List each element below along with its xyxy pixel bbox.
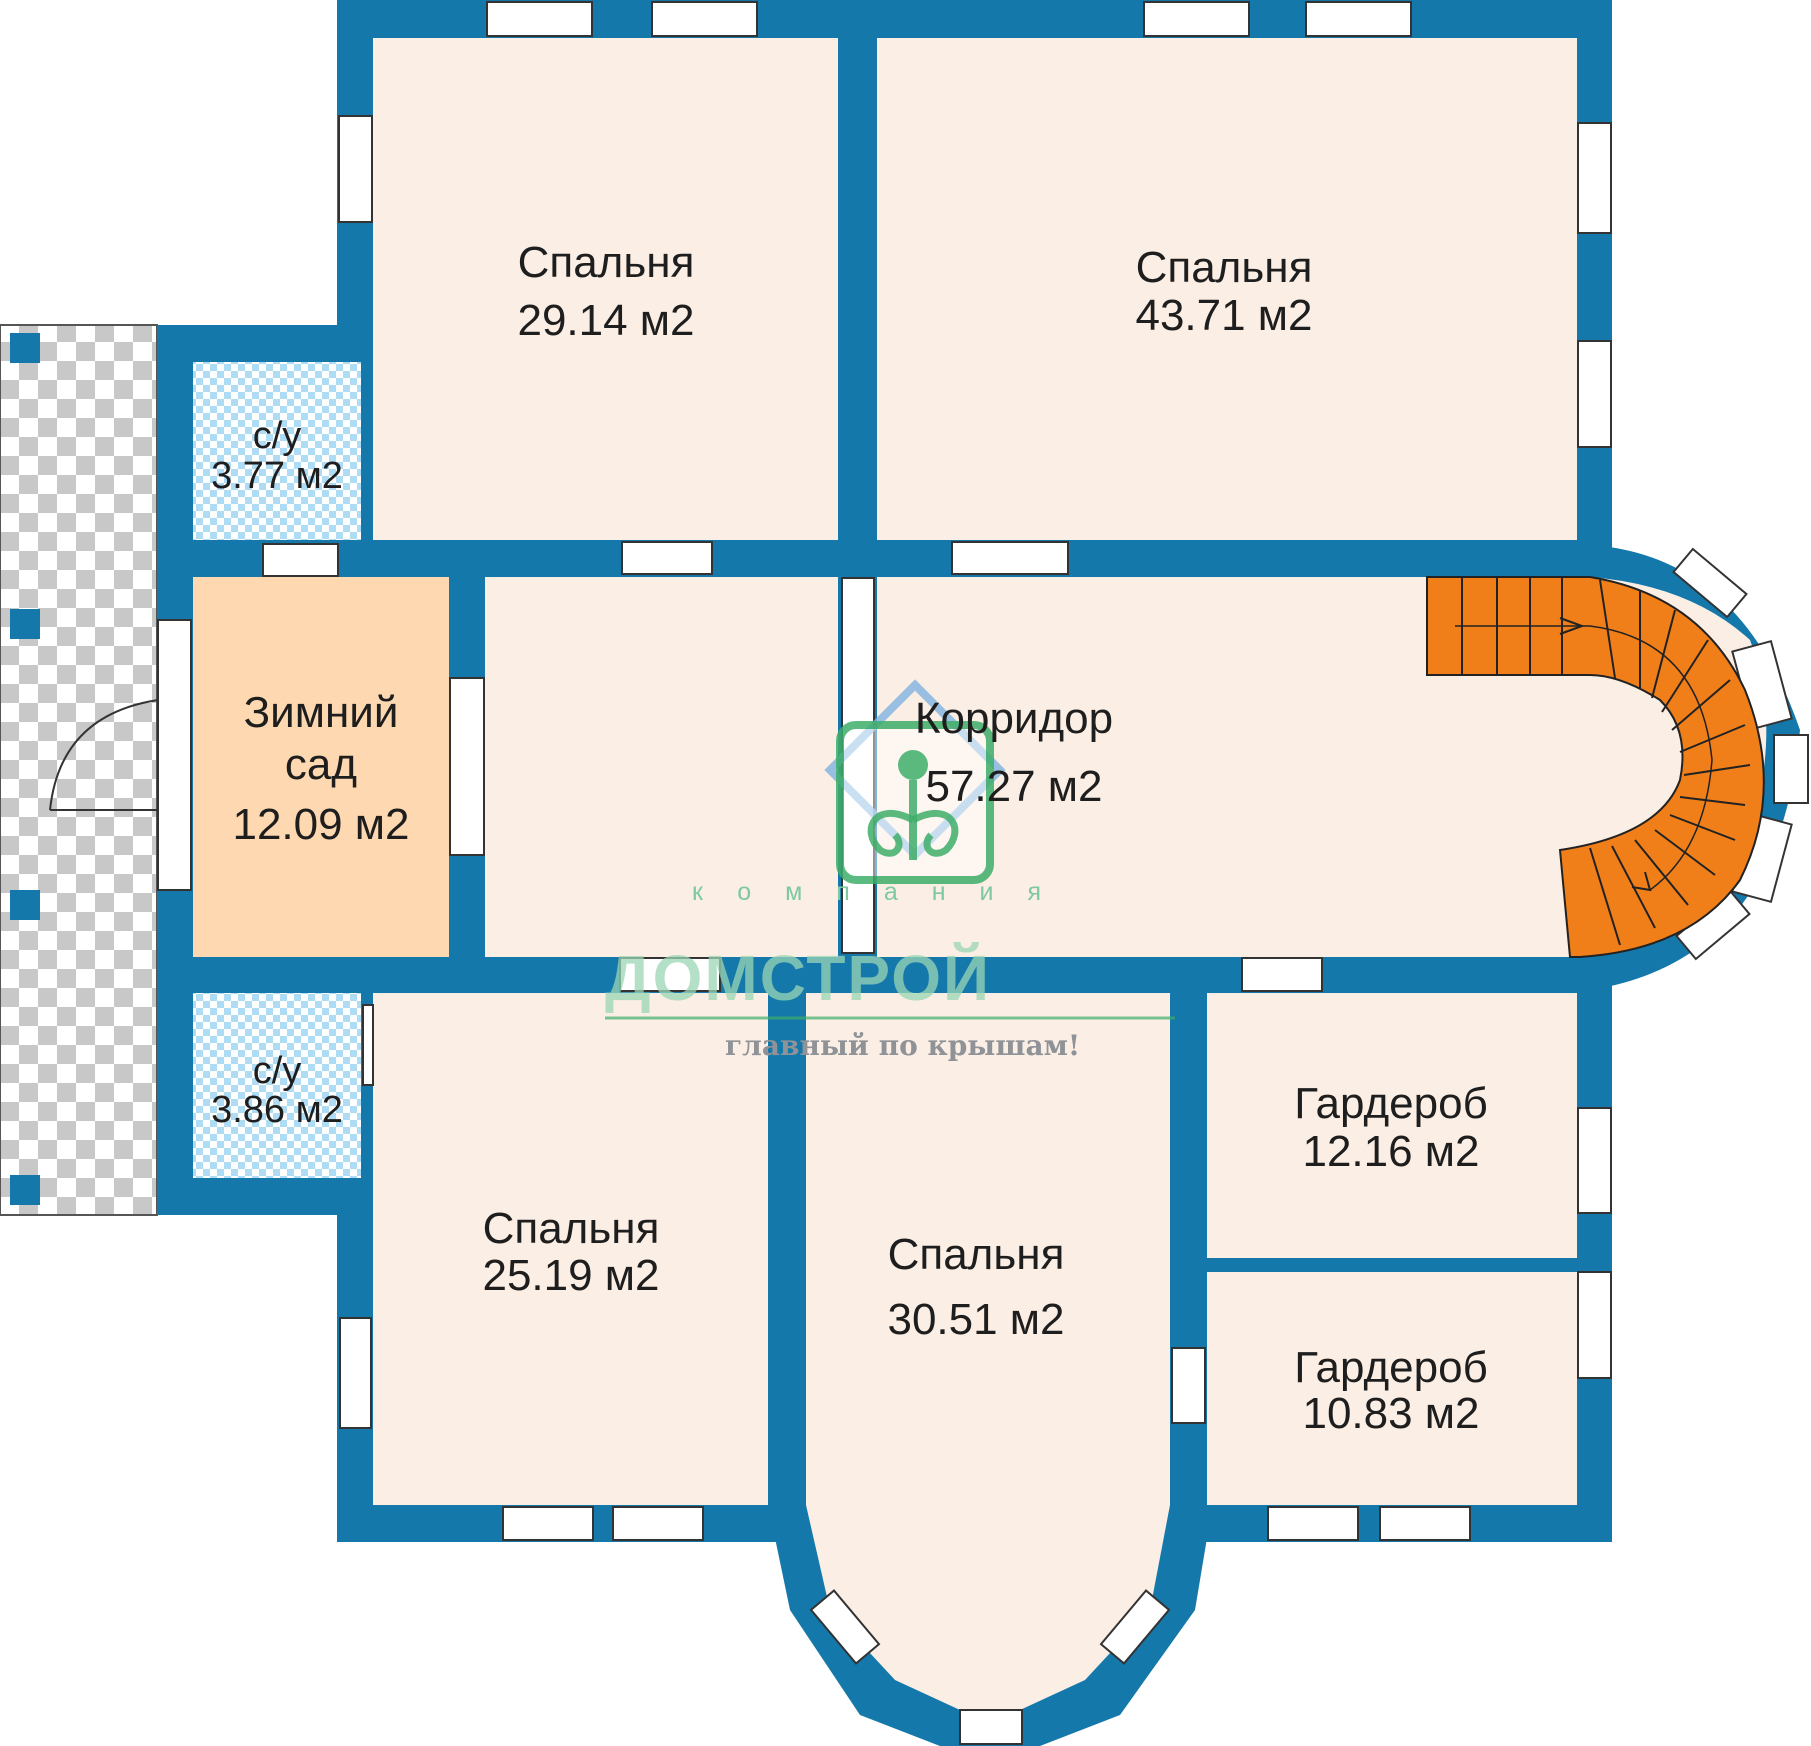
room-name-bedroom-top-left: Спальня <box>518 238 695 287</box>
logo-slogan: главный по крышам! <box>725 1029 1080 1062</box>
room-name-bedroom-bottom-left: Спальня <box>483 1204 660 1253</box>
room-area-bedroom-bottom-center: 30.51 м2 <box>887 1295 1064 1344</box>
room-floors <box>193 38 1767 1710</box>
floor-bedroom-bottom-left <box>373 993 768 1505</box>
room-area-wardrobe-1: 12.16 м2 <box>1302 1127 1479 1176</box>
room-name-wc-top: с/у <box>253 415 302 457</box>
terrace <box>0 324 158 1216</box>
room-name-winter-garden-line1: Зимний <box>244 688 399 737</box>
floor-wardrobe-2 <box>1207 1272 1577 1505</box>
floor-wc-top <box>193 362 361 540</box>
windows <box>157 1 1809 1745</box>
floor-bedroom-top-right <box>877 38 1577 540</box>
room-area-wc-bottom: 3.86 м2 <box>211 1089 343 1131</box>
room-area-bedroom-top-right: 43.71 м2 <box>1135 291 1312 340</box>
room-name-winter-garden-line2: сад <box>285 740 357 789</box>
staircase <box>1426 576 1765 958</box>
room-area-bedroom-top-left: 29.14 м2 <box>517 296 694 345</box>
room-name-wardrobe-2: Гардероб <box>1294 1343 1488 1392</box>
room-name-bedroom-bottom-center: Спальня <box>888 1230 1065 1279</box>
terrace-door <box>49 699 159 811</box>
floor-wc-bottom <box>193 993 361 1178</box>
room-name-wardrobe-1: Гардероб <box>1294 1079 1488 1128</box>
floor-bedroom-top-left <box>373 38 838 540</box>
room-area-bedroom-bottom-left: 25.19 м2 <box>482 1251 659 1300</box>
room-name-wc-bottom: с/у <box>253 1050 302 1092</box>
company-logo: компания ДОМСТРОЙ главный по крышам! <box>605 679 1175 1062</box>
floor-bedroom-bottom-center <box>806 993 1170 1710</box>
floor-winter-garden <box>193 577 449 957</box>
room-area-winter-garden: 12.09 м2 <box>232 800 409 849</box>
logo-emblem-icon <box>824 679 1006 884</box>
room-name-corridor: Корридор <box>915 694 1113 743</box>
room-labels: Спальня 29.14 м2 Спальня 43.71 м2 с/у 3.… <box>211 238 1488 1438</box>
room-area-wc-top: 3.77 м2 <box>211 455 343 497</box>
logo-subtitle: компания <box>692 878 1075 906</box>
floor-wardrobe-1 <box>1207 993 1577 1258</box>
room-area-wardrobe-2: 10.83 м2 <box>1302 1389 1479 1438</box>
room-area-corridor: 57.27 м2 <box>925 762 1102 811</box>
logo-brand: ДОМСТРОЙ <box>605 941 991 1014</box>
room-name-bedroom-top-right: Спальня <box>1136 243 1313 292</box>
